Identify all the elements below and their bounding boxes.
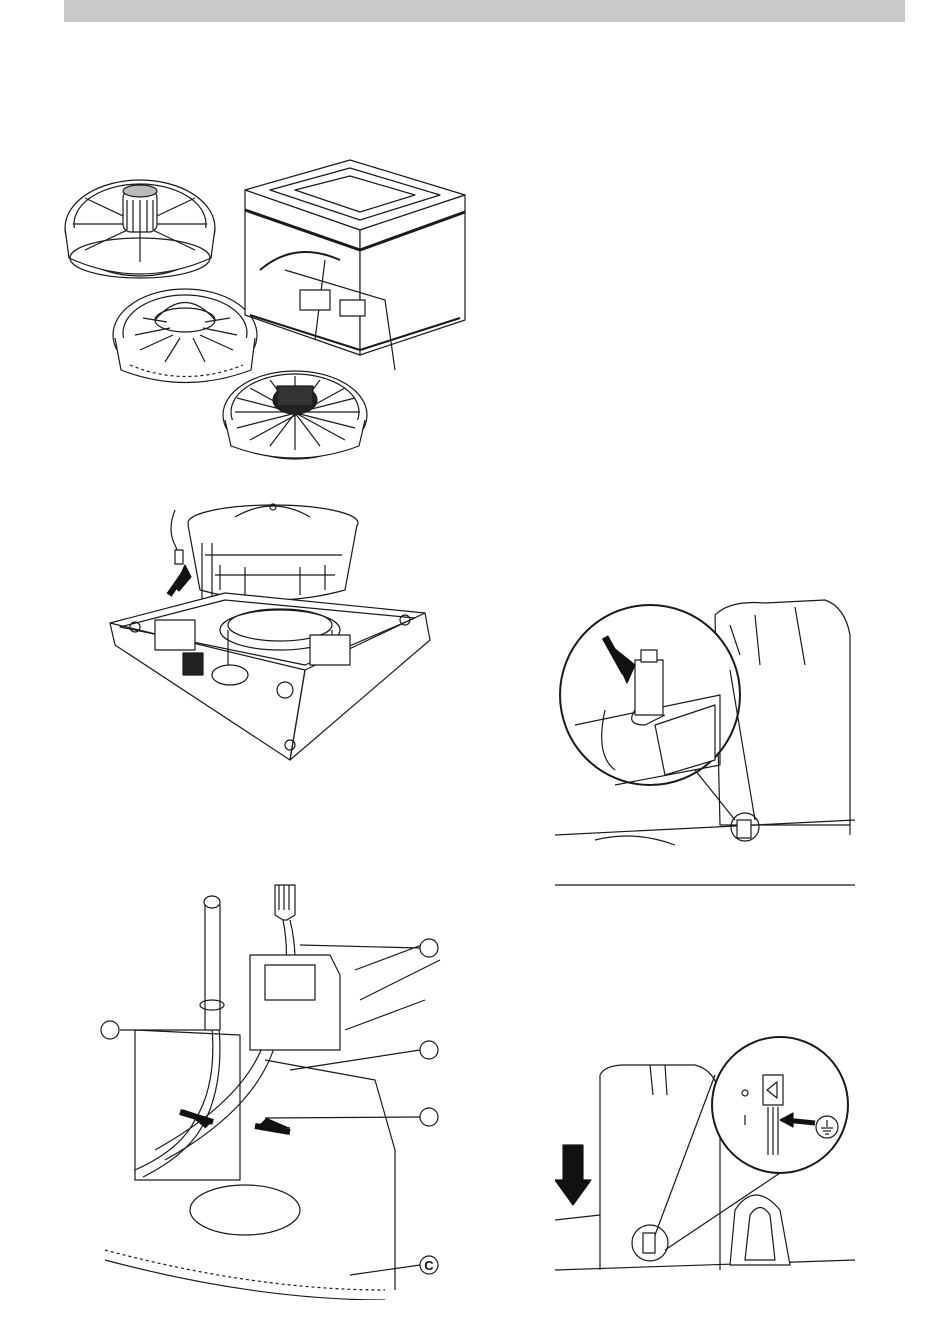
connector-plug	[275, 885, 295, 920]
housing	[245, 160, 465, 370]
figure-exploded-view	[55, 150, 475, 480]
fan-impeller	[113, 289, 257, 383]
big-down-arrow-icon	[555, 1145, 591, 1205]
base-tray	[110, 593, 430, 760]
up-arrow-icon	[169, 565, 191, 595]
ground-icon	[816, 1116, 838, 1138]
magnifier-circle	[560, 605, 740, 785]
pointer-arrow-left-icon	[180, 1110, 213, 1128]
power-lead	[171, 510, 183, 564]
figure-fan-installation	[105, 495, 445, 775]
header-bar	[64, 0, 905, 22]
fan-housing	[188, 504, 358, 600]
rotor-assembly	[65, 180, 215, 278]
figure-ground-detail	[555, 1035, 855, 1280]
grommet	[200, 896, 224, 1030]
callout-3	[420, 1041, 438, 1059]
figure-connector-detail	[555, 595, 855, 890]
callout-2	[101, 1021, 119, 1039]
terminal-box	[250, 955, 340, 1050]
callout-1	[420, 939, 438, 957]
callout-c-label: C	[424, 1258, 434, 1273]
figure-cable-routing: C	[95, 880, 445, 1300]
magnifier-circle	[712, 1037, 848, 1173]
ground-lug	[632, 1225, 668, 1261]
lower-impeller	[223, 371, 367, 459]
fan-motor-cover	[730, 1195, 790, 1265]
pointer-arrow-right-icon	[255, 1118, 290, 1132]
callout-4	[420, 1108, 438, 1126]
